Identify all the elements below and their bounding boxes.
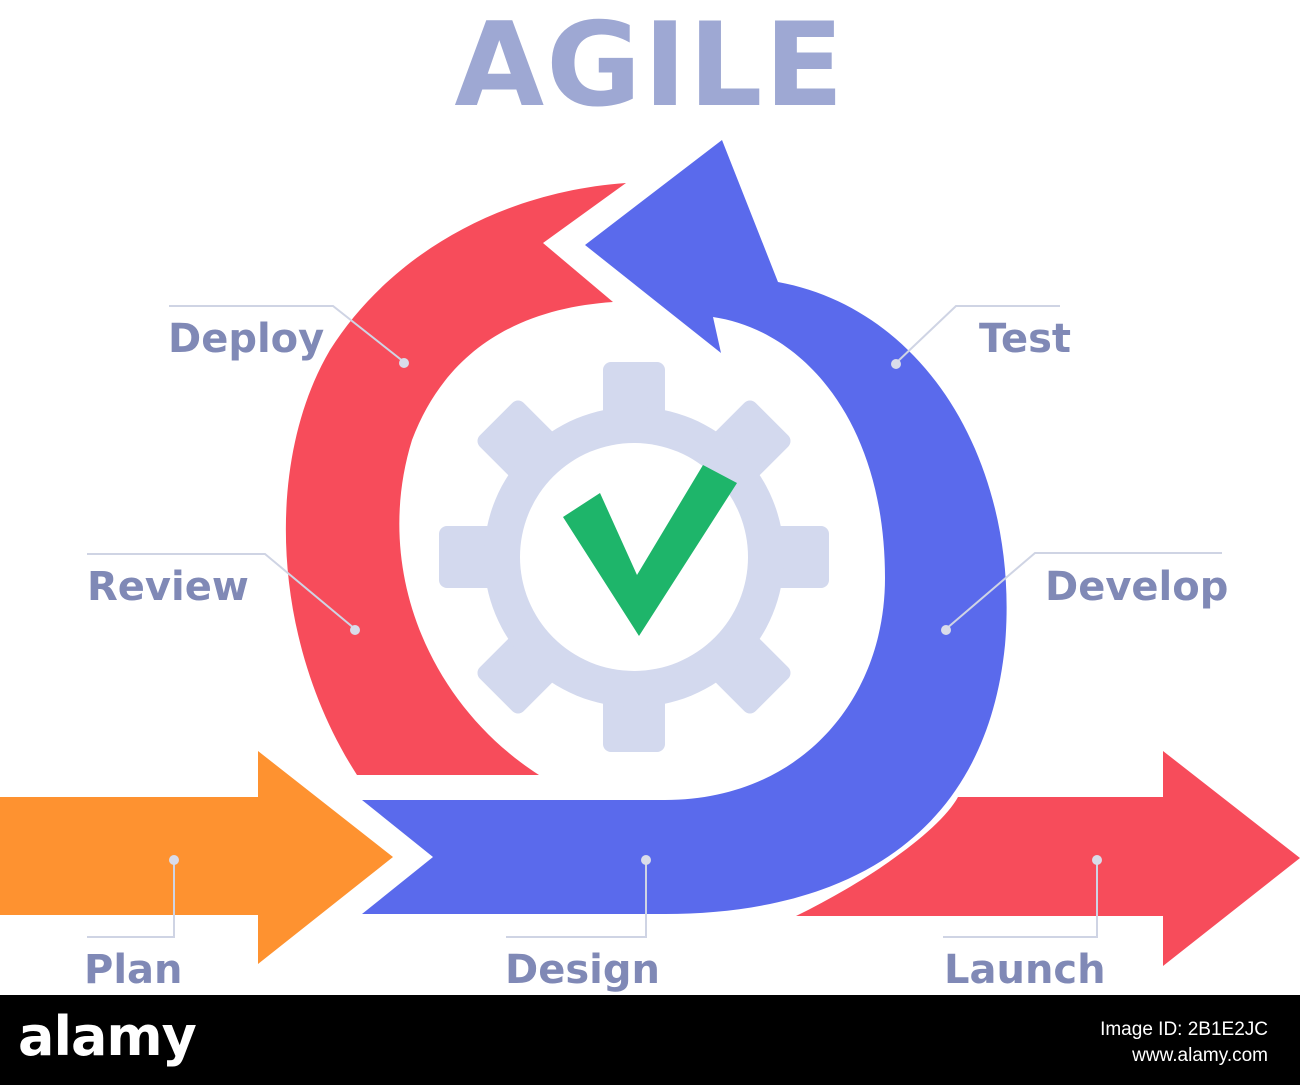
develop-dot bbox=[941, 625, 951, 635]
develop-leader-line bbox=[945, 552, 1222, 630]
label-review: Review bbox=[87, 564, 249, 610]
site-url: www.alamy.com bbox=[1132, 1044, 1268, 1066]
leader-dots bbox=[169, 358, 1102, 865]
label-test: Test bbox=[979, 316, 1072, 362]
label-develop: Develop bbox=[1045, 564, 1229, 610]
image-id: Image ID: 2B1E2JC bbox=[1100, 1019, 1268, 1040]
label-plan: Plan bbox=[84, 947, 183, 993]
label-design: Design bbox=[505, 947, 660, 993]
design-leader-line bbox=[506, 860, 647, 938]
plan-arrow bbox=[0, 751, 393, 964]
plan-dot bbox=[169, 855, 179, 865]
diagram-title: AGILE bbox=[454, 0, 846, 133]
agile-cycle-diagram bbox=[0, 140, 1300, 966]
review-leader-line bbox=[87, 553, 356, 630]
deploy-dot bbox=[399, 358, 409, 368]
agile-infographic: AGILE Deploy Test Review Develop Plan De… bbox=[0, 0, 1300, 993]
review-dot bbox=[350, 625, 360, 635]
test-dot bbox=[891, 359, 901, 369]
alamy-logo: alamy bbox=[18, 1005, 197, 1068]
launch-dot bbox=[1092, 855, 1102, 865]
gear-icon bbox=[439, 362, 829, 752]
launch-arrow bbox=[796, 751, 1300, 966]
image-meta: Image ID: 2B1E2JC www.alamy.com bbox=[1100, 1017, 1268, 1068]
leader-lines bbox=[87, 305, 1222, 938]
plan-leader-line bbox=[87, 860, 175, 938]
design-dot bbox=[641, 855, 651, 865]
label-launch: Launch bbox=[944, 947, 1106, 993]
label-deploy: Deploy bbox=[168, 316, 325, 362]
watermark-footer: alamy Image ID: 2B1E2JC www.alamy.com bbox=[0, 995, 1300, 1085]
blue-cycle-arrow bbox=[362, 140, 1007, 914]
deploy-leader-line bbox=[169, 305, 405, 363]
checkmark-icon bbox=[563, 465, 737, 636]
red-cycle-arrow bbox=[285, 183, 626, 775]
test-leader-line bbox=[895, 305, 1060, 364]
launch-leader-line bbox=[943, 860, 1098, 938]
